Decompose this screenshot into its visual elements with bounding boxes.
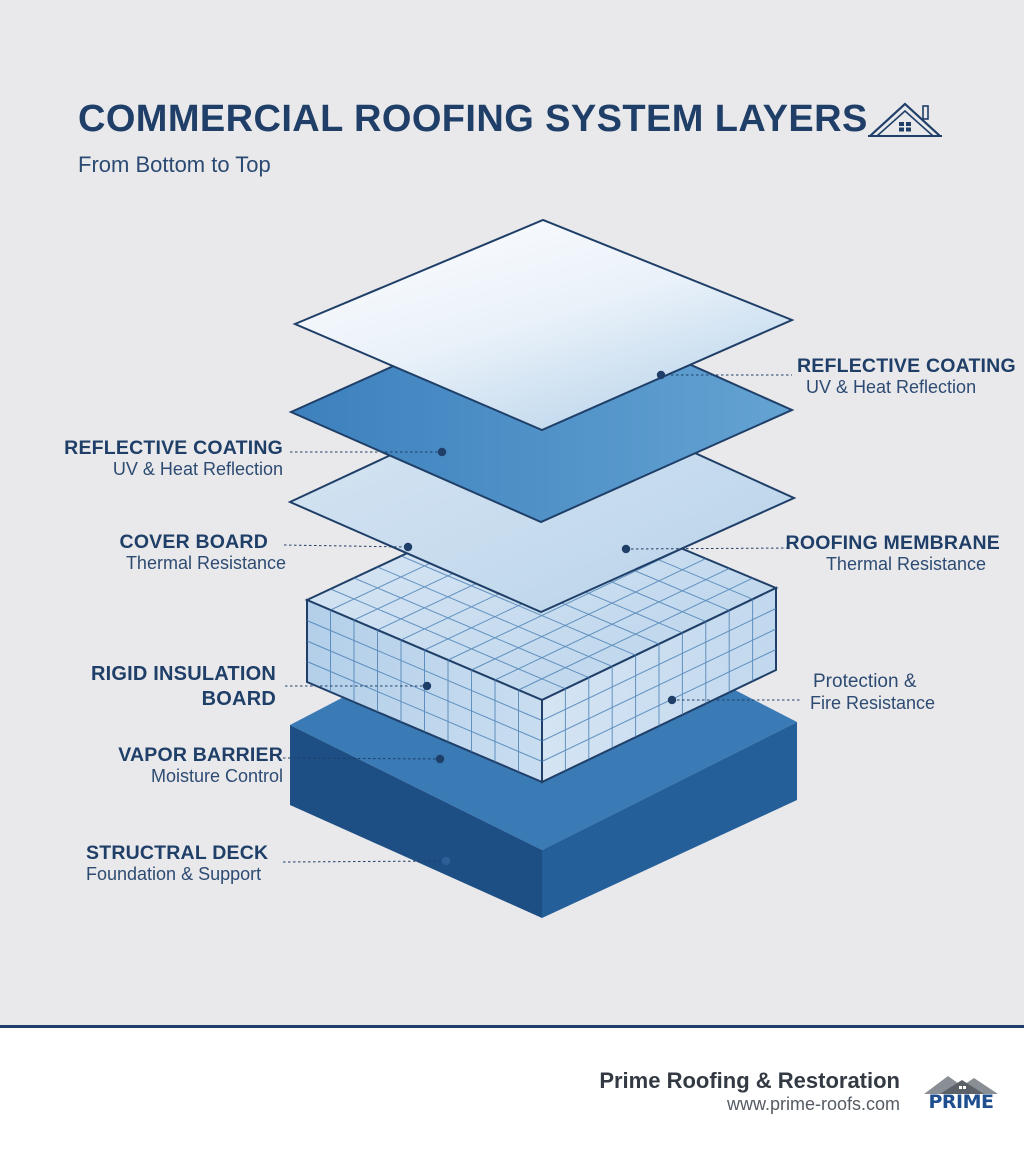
leader-dots [403,370,677,866]
insulation-grid-line [518,577,753,691]
layers-diagram [282,218,800,918]
label-protection: Protection & Fire Resistance [810,671,936,713]
label-cover-board: COVER BOARD Thermal Resistance [119,531,286,574]
label-reflective-coating-left: REFLECTIVE COATING UV & Heat Reflection [64,437,283,480]
insulation-grid-line [306,620,543,721]
insulation-grid-line [541,628,777,742]
insulation-grid-line [541,649,777,762]
reflective-coating-top-layer [292,218,795,432]
roof-logo-icon [924,1076,998,1094]
company-website: www.prime-roofs.com [726,1094,900,1114]
insulation-grid-line [306,661,543,762]
insulation-grid-line [494,567,730,681]
prime-logo: PRIME [918,1072,1008,1113]
leader-lines [282,374,800,863]
label-vapor-barrier: VAPOR BARRIER Moisture Control [118,744,283,787]
logo-text: PRIME [928,1091,994,1113]
house-icon [868,102,942,137]
label-reflective-coating-right: REFLECTIVE COATING UV & Heat Reflection [797,355,1016,398]
insulation-grid-line [541,608,777,721]
insulation-grid-line [447,548,683,661]
insulation-grid-line [306,640,543,742]
insulation-grid-line [471,558,707,671]
label-rigid-insulation-board: RIGID INSULATION BOARD [90,663,276,710]
company-name: Prime Roofing & Restoration [599,1068,900,1093]
label-roofing-membrane: ROOFING MEMBRANE Thermal Resistance [785,532,1000,575]
label-structural-deck: STRUCTRAL DECK Foundation & Support [86,842,269,885]
diagram-stage: COMMERCIAL ROOFING SYSTEM LAYERS From Bo… [64,98,1016,918]
footer: Prime Roofing & Restoration www.prime-ro… [0,1025,1024,1154]
page-subtitle: From Bottom to Top [78,152,271,177]
page-title: COMMERCIAL ROOFING SYSTEM LAYERS [78,98,868,140]
